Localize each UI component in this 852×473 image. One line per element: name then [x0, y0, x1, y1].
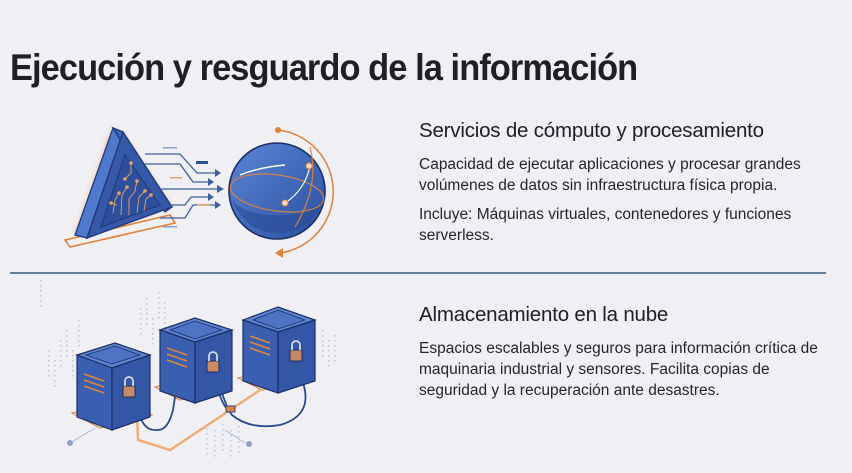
processor-triangle-icon	[74, 126, 173, 240]
page-title: Ejecución y resguardo de la información	[10, 46, 638, 88]
cloud-globe-icon	[228, 142, 326, 240]
section-title: Almacenamiento en la nube	[419, 303, 669, 326]
base-plate-icon	[63, 214, 177, 248]
compute-text: Servicios de cómputo y procesamiento Cap…	[419, 119, 829, 254]
storage-server-icon	[241, 306, 317, 394]
storage-text: Almacenamiento en la nube Espacios escal…	[419, 303, 829, 409]
section-storage: Almacenamiento en la nube Espacios escal…	[0, 280, 852, 468]
section-title: Servicios de cómputo y procesamiento	[419, 119, 764, 142]
rotation-arrow-icon	[277, 129, 334, 254]
section-compute: Servicios de cómputo y procesamiento Cap…	[0, 95, 852, 270]
arrowheads-icon	[208, 169, 224, 209]
section-description: Capacidad de ejecutar aplicaciones y pro…	[419, 156, 801, 194]
section-includes: Incluye: Máquinas virtuales, contenedore…	[419, 206, 792, 244]
section-description: Espacios escalables y seguros para infor…	[419, 340, 818, 399]
section-divider	[10, 272, 826, 274]
compute-illustration	[45, 95, 345, 270]
data-flow-arrows-icon	[145, 153, 217, 219]
data-dots-icon	[40, 280, 336, 457]
storage-illustration	[40, 280, 400, 468]
storage-server-icon	[75, 342, 152, 431]
storage-server-icon	[158, 317, 234, 404]
